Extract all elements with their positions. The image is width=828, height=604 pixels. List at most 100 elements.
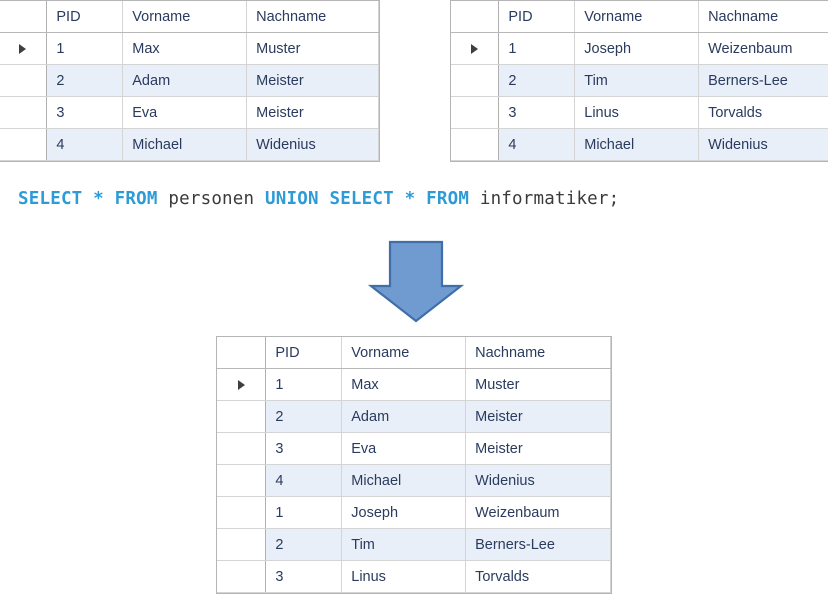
cell-nachname[interactable]: Muster [465,368,611,401]
grid-union-result-table: PID Vorname Nachname 1 Max Muster 2 Adam… [217,337,611,593]
cell-nachname[interactable]: Torvalds [698,96,828,129]
row-selector-cell[interactable] [451,32,500,65]
cell-nachname[interactable]: Berners-Lee [465,528,611,561]
sql-star-1: * [93,189,104,209]
sql-identifier-informatiker: informatiker [479,189,609,209]
cell-nachname[interactable]: Meister [246,64,379,97]
row-selector-cell[interactable] [451,128,500,161]
sql-space [158,189,169,209]
grid-union-header-row: PID Vorname Nachname [217,337,611,369]
row-selector-cell[interactable] [217,464,267,497]
table-row[interactable]: 1 Max Muster [217,368,611,401]
row-selector-cell[interactable] [217,560,267,593]
cell-pid[interactable]: 3 [265,560,343,593]
cell-vorname[interactable]: Linus [341,560,467,593]
cell-pid[interactable]: 1 [265,496,343,529]
row-selector-cell[interactable] [0,64,48,97]
sql-keyword-select-2: SELECT [329,189,394,209]
sql-space [469,189,480,209]
cell-nachname[interactable]: Meister [465,400,611,433]
sql-identifier-personen: personen [168,189,255,209]
cell-nachname[interactable]: Weizenbaum [465,496,611,529]
column-header-pid[interactable]: PID [265,337,343,369]
cell-pid[interactable]: 1 [265,368,343,401]
column-header-vorname[interactable]: Vorname [341,337,467,369]
grid-union-result[interactable]: PID Vorname Nachname 1 Max Muster 2 Adam… [216,336,612,594]
cell-nachname[interactable]: Widenius [465,464,611,497]
row-selector-cell[interactable] [0,96,48,129]
cell-pid[interactable]: 2 [46,64,124,97]
row-selector-cell[interactable] [451,64,500,97]
cell-pid[interactable]: 1 [46,32,124,65]
table-row[interactable]: 1 Max Muster [0,32,379,65]
column-header-pid[interactable]: PID [498,1,576,33]
cell-vorname[interactable]: Michael [574,128,700,161]
sql-space [319,189,330,209]
cell-nachname[interactable]: Torvalds [465,560,611,593]
cell-vorname[interactable]: Michael [122,128,248,161]
column-header-vorname[interactable]: Vorname [574,1,700,33]
row-selector-cell[interactable] [0,128,48,161]
cell-pid[interactable]: 2 [498,64,576,97]
row-selector-cell[interactable] [217,432,267,465]
table-row[interactable]: 3 Linus Torvalds [217,560,611,593]
table-row[interactable]: 4 Michael Widenius [451,128,828,161]
row-selector-cell[interactable] [217,528,267,561]
table-row[interactable]: 2 Tim Berners-Lee [217,528,611,561]
table-row[interactable]: 3 Linus Torvalds [451,96,828,129]
cell-nachname[interactable]: Berners-Lee [698,64,828,97]
table-row[interactable]: 1 Joseph Weizenbaum [217,496,611,529]
cell-nachname[interactable]: Muster [246,32,379,65]
cell-pid[interactable]: 3 [46,96,124,129]
cell-pid[interactable]: 3 [265,432,343,465]
cell-vorname[interactable]: Max [122,32,248,65]
table-row[interactable]: 1 Joseph Weizenbaum [451,32,828,65]
row-selector-arrow-icon [19,43,27,54]
cell-nachname[interactable]: Weizenbaum [698,32,828,65]
table-row[interactable]: 4 Michael Widenius [0,128,379,161]
cell-vorname[interactable]: Adam [341,400,467,433]
row-selector-cell[interactable] [217,368,267,401]
cell-pid[interactable]: 2 [265,400,343,433]
cell-vorname[interactable]: Tim [341,528,467,561]
table-row[interactable]: 3 Eva Meister [217,432,611,465]
cell-pid[interactable]: 4 [46,128,124,161]
column-header-pid[interactable]: PID [46,1,124,33]
table-row[interactable]: 2 Tim Berners-Lee [451,64,828,97]
grid-personen[interactable]: PID Vorname Nachname 1 Max Muster 2 Adam… [0,0,380,162]
table-row[interactable]: 2 Adam Meister [0,64,379,97]
row-selector-cell[interactable] [451,96,500,129]
column-header-selector [0,1,48,33]
cell-pid[interactable]: 2 [265,528,343,561]
column-header-nachname[interactable]: Nachname [465,337,611,369]
cell-pid[interactable]: 1 [498,32,576,65]
cell-vorname[interactable]: Eva [341,432,467,465]
column-header-nachname[interactable]: Nachname [698,1,828,33]
cell-nachname[interactable]: Widenius [698,128,828,161]
cell-vorname[interactable]: Joseph [574,32,700,65]
column-header-vorname[interactable]: Vorname [122,1,248,33]
cell-pid[interactable]: 3 [498,96,576,129]
cell-pid[interactable]: 4 [498,128,576,161]
row-selector-cell[interactable] [217,496,267,529]
grid-personen-table: PID Vorname Nachname 1 Max Muster 2 Adam… [0,1,379,161]
cell-nachname[interactable]: Meister [465,432,611,465]
cell-vorname[interactable]: Max [341,368,467,401]
cell-vorname[interactable]: Eva [122,96,248,129]
cell-nachname[interactable]: Meister [246,96,379,129]
grid-informatiker[interactable]: PID Vorname Nachname 1 Joseph Weizenbaum… [450,0,828,162]
row-selector-cell[interactable] [0,32,48,65]
cell-vorname[interactable]: Adam [122,64,248,97]
row-selector-cell[interactable] [217,400,267,433]
cell-nachname[interactable]: Widenius [246,128,379,161]
table-row[interactable]: 3 Eva Meister [0,96,379,129]
cell-vorname[interactable]: Linus [574,96,700,129]
sql-statement: SELECT * FROM personen UNION SELECT * FR… [18,189,619,209]
table-row[interactable]: 4 Michael Widenius [217,464,611,497]
column-header-nachname[interactable]: Nachname [246,1,379,33]
cell-vorname[interactable]: Michael [341,464,467,497]
cell-pid[interactable]: 4 [265,464,343,497]
cell-vorname[interactable]: Tim [574,64,700,97]
cell-vorname[interactable]: Joseph [341,496,467,529]
table-row[interactable]: 2 Adam Meister [217,400,611,433]
